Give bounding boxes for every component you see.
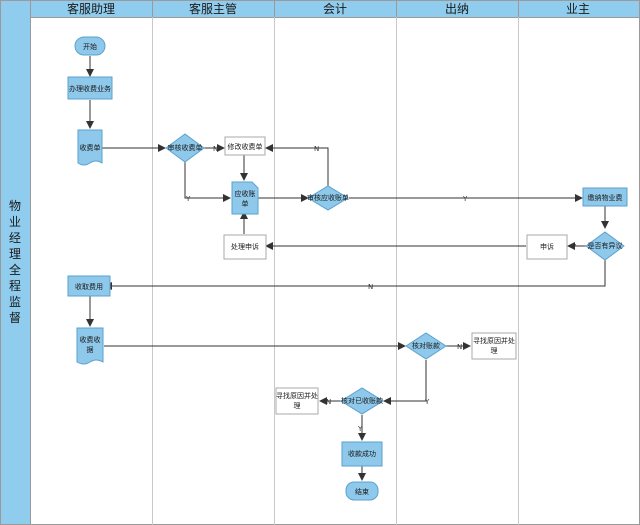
label-yes: Y <box>185 195 191 203</box>
node-receipt-line2: 据 <box>87 345 94 354</box>
node-verify-account: 核对账款 <box>405 332 447 360</box>
node-review-fee-bill: 审核收费单 <box>165 133 205 163</box>
side-char: 督 <box>9 310 21 325</box>
label-yes: Y <box>424 398 430 406</box>
edge-review-yes-to-receivable <box>184 162 231 202</box>
node-fee-bill-label: 收费单 <box>80 143 101 152</box>
node-fee-bill: 收费单 <box>77 129 103 166</box>
node-collect-fee: 收取费用 <box>67 275 111 297</box>
node-modify-fee-bill: 修改收费单 <box>224 136 266 156</box>
side-char: 业 <box>9 215 21 229</box>
node-handle-complaint-label: 处理申诉 <box>231 242 259 251</box>
node-end-label: 结束 <box>355 487 369 496</box>
node-complaint-label: 申诉 <box>540 242 554 251</box>
node-review-receivable-label: 审核应收账单 <box>307 193 349 202</box>
side-char: 理 <box>9 247 21 261</box>
side-char: 物 <box>9 199 21 213</box>
node-pay-fee: 缴纳物业费 <box>582 187 628 207</box>
lane-title-accountant: 会计 <box>323 2 347 16</box>
node-receivable-bill: 应收账 单 <box>231 181 259 215</box>
side-char: 经 <box>9 231 21 245</box>
label-no: N <box>314 145 319 153</box>
node-find-reason-1-line1: 寻找原因并处 <box>473 336 515 345</box>
label-yes: Y <box>357 425 363 433</box>
node-review-receivable: 审核应收账单 <box>307 185 349 211</box>
edge-labels: N Y N Y Y N N Y N Y <box>185 145 577 433</box>
node-receipt: 收费收 据 <box>76 327 104 365</box>
label-no: N <box>457 343 462 351</box>
node-find-reason-2-line1: 寻找原因并处 <box>276 391 318 400</box>
node-find-reason-1: 寻找原因并处 理 <box>471 332 517 360</box>
node-modify-fee-bill-label: 修改收费单 <box>228 142 263 151</box>
node-handle-complaint: 处理申诉 <box>223 234 267 260</box>
edges <box>86 56 609 481</box>
side-header <box>0 0 31 525</box>
node-verify-received: 核对已收账款 <box>340 387 384 415</box>
side-char: 全 <box>9 262 21 277</box>
node-has-objection-label: 是否有异议 <box>588 241 623 250</box>
node-find-reason-2-line2: 理 <box>294 402 301 410</box>
side-char: 监 <box>9 295 21 309</box>
node-find-reason-1-line2: 理 <box>491 347 498 355</box>
node-start-label: 开始 <box>83 42 97 51</box>
lane-title-customer-supervisor: 客服主管 <box>189 1 237 16</box>
node-collect-fee-label: 收取费用 <box>75 282 103 291</box>
lane-title-customer-assistant: 客服助理 <box>67 1 115 16</box>
label-no: N <box>213 145 218 153</box>
label-no: N <box>368 283 373 291</box>
node-complaint: 申诉 <box>526 234 568 260</box>
node-success: 收款成功 <box>341 441 383 467</box>
node-success-label: 收款成功 <box>348 449 376 458</box>
side-char: 程 <box>9 278 21 293</box>
node-find-reason-2: 寻找原因并处 理 <box>275 387 319 415</box>
node-start: 开始 <box>74 36 106 56</box>
node-receivable-bill-line1: 应收账 <box>235 189 256 198</box>
node-receipt-line1: 收费收 <box>80 335 101 344</box>
side-title: 物 业 经 理 全 程 监 督 <box>9 199 21 325</box>
node-verify-received-label: 核对已收账款 <box>341 396 383 405</box>
node-has-objection: 是否有异议 <box>585 231 625 261</box>
lane-title-owner: 业主 <box>566 2 590 16</box>
node-pay-fee-label: 缴纳物业费 <box>588 193 623 202</box>
node-verify-account-label: 核对账款 <box>412 341 440 350</box>
node-receivable-bill-line2: 单 <box>242 199 249 208</box>
label-yes: Y <box>462 195 468 203</box>
node-handle-fee: 办理收费业务 <box>67 76 113 100</box>
label-yes: Y <box>571 243 577 251</box>
node-end: 结束 <box>345 481 379 501</box>
node-review-fee-bill-label: 审核收费单 <box>168 143 203 152</box>
node-handle-fee-label: 办理收费业务 <box>69 84 111 93</box>
label-no: N <box>326 398 331 406</box>
lane-title-cashier: 出纳 <box>445 2 469 16</box>
lane-dividers <box>152 0 519 525</box>
edge-verify-yes-to-received <box>383 360 427 405</box>
edge-objection-no-to-collect <box>104 260 606 290</box>
